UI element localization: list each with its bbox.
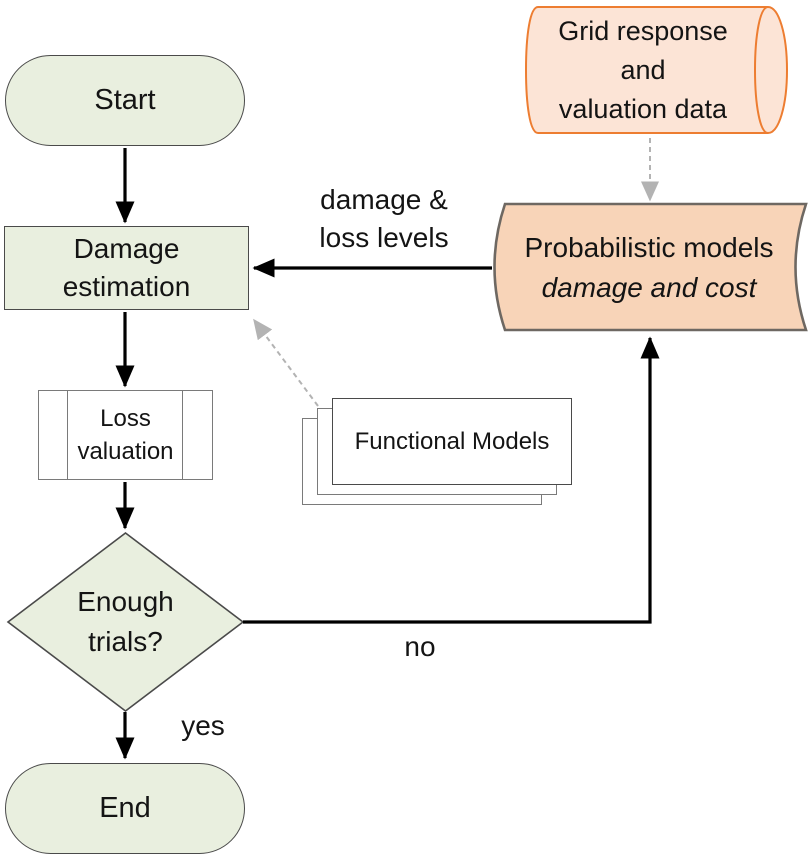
damage-loss-levels-label: damage & loss levels [298, 181, 470, 257]
loss-valuation-node: Loss valuation [38, 390, 213, 480]
arrow-decision-no-to-models [243, 336, 660, 624]
predefined-process-left-bar [67, 391, 68, 479]
loss-valuation-label-line1: Loss [100, 405, 151, 432]
start-label: Start [94, 84, 156, 116]
decision-enough-trials-shape [6, 531, 245, 713]
damage-loss-levels-line2: loss levels [319, 222, 449, 253]
damage-estimation-label-line1: Damage [73, 233, 180, 264]
grid-data-cylinder-shape [524, 6, 789, 134]
damage-loss-levels-line1: damage & [320, 184, 448, 215]
probabilistic-models-shape [493, 202, 808, 332]
end-node: End [5, 763, 245, 854]
dashed-arrow-functional-to-damage [253, 318, 319, 407]
end-label: End [99, 792, 151, 824]
damage-estimation-label-line2: estimation [62, 271, 191, 302]
damage-estimation-node: Damage estimation [4, 226, 249, 310]
start-node: Start [5, 55, 245, 146]
loss-valuation-label-line2: valuation [77, 438, 174, 465]
no-label: no [404, 631, 436, 662]
functional-models-front-card: Functional Models [332, 398, 572, 485]
functional-models-label: Functional Models [354, 427, 550, 455]
predefined-process-right-bar [182, 391, 183, 479]
grid-data-cylinder-cap-arc [753, 6, 769, 134]
yes-label: yes [181, 710, 225, 741]
